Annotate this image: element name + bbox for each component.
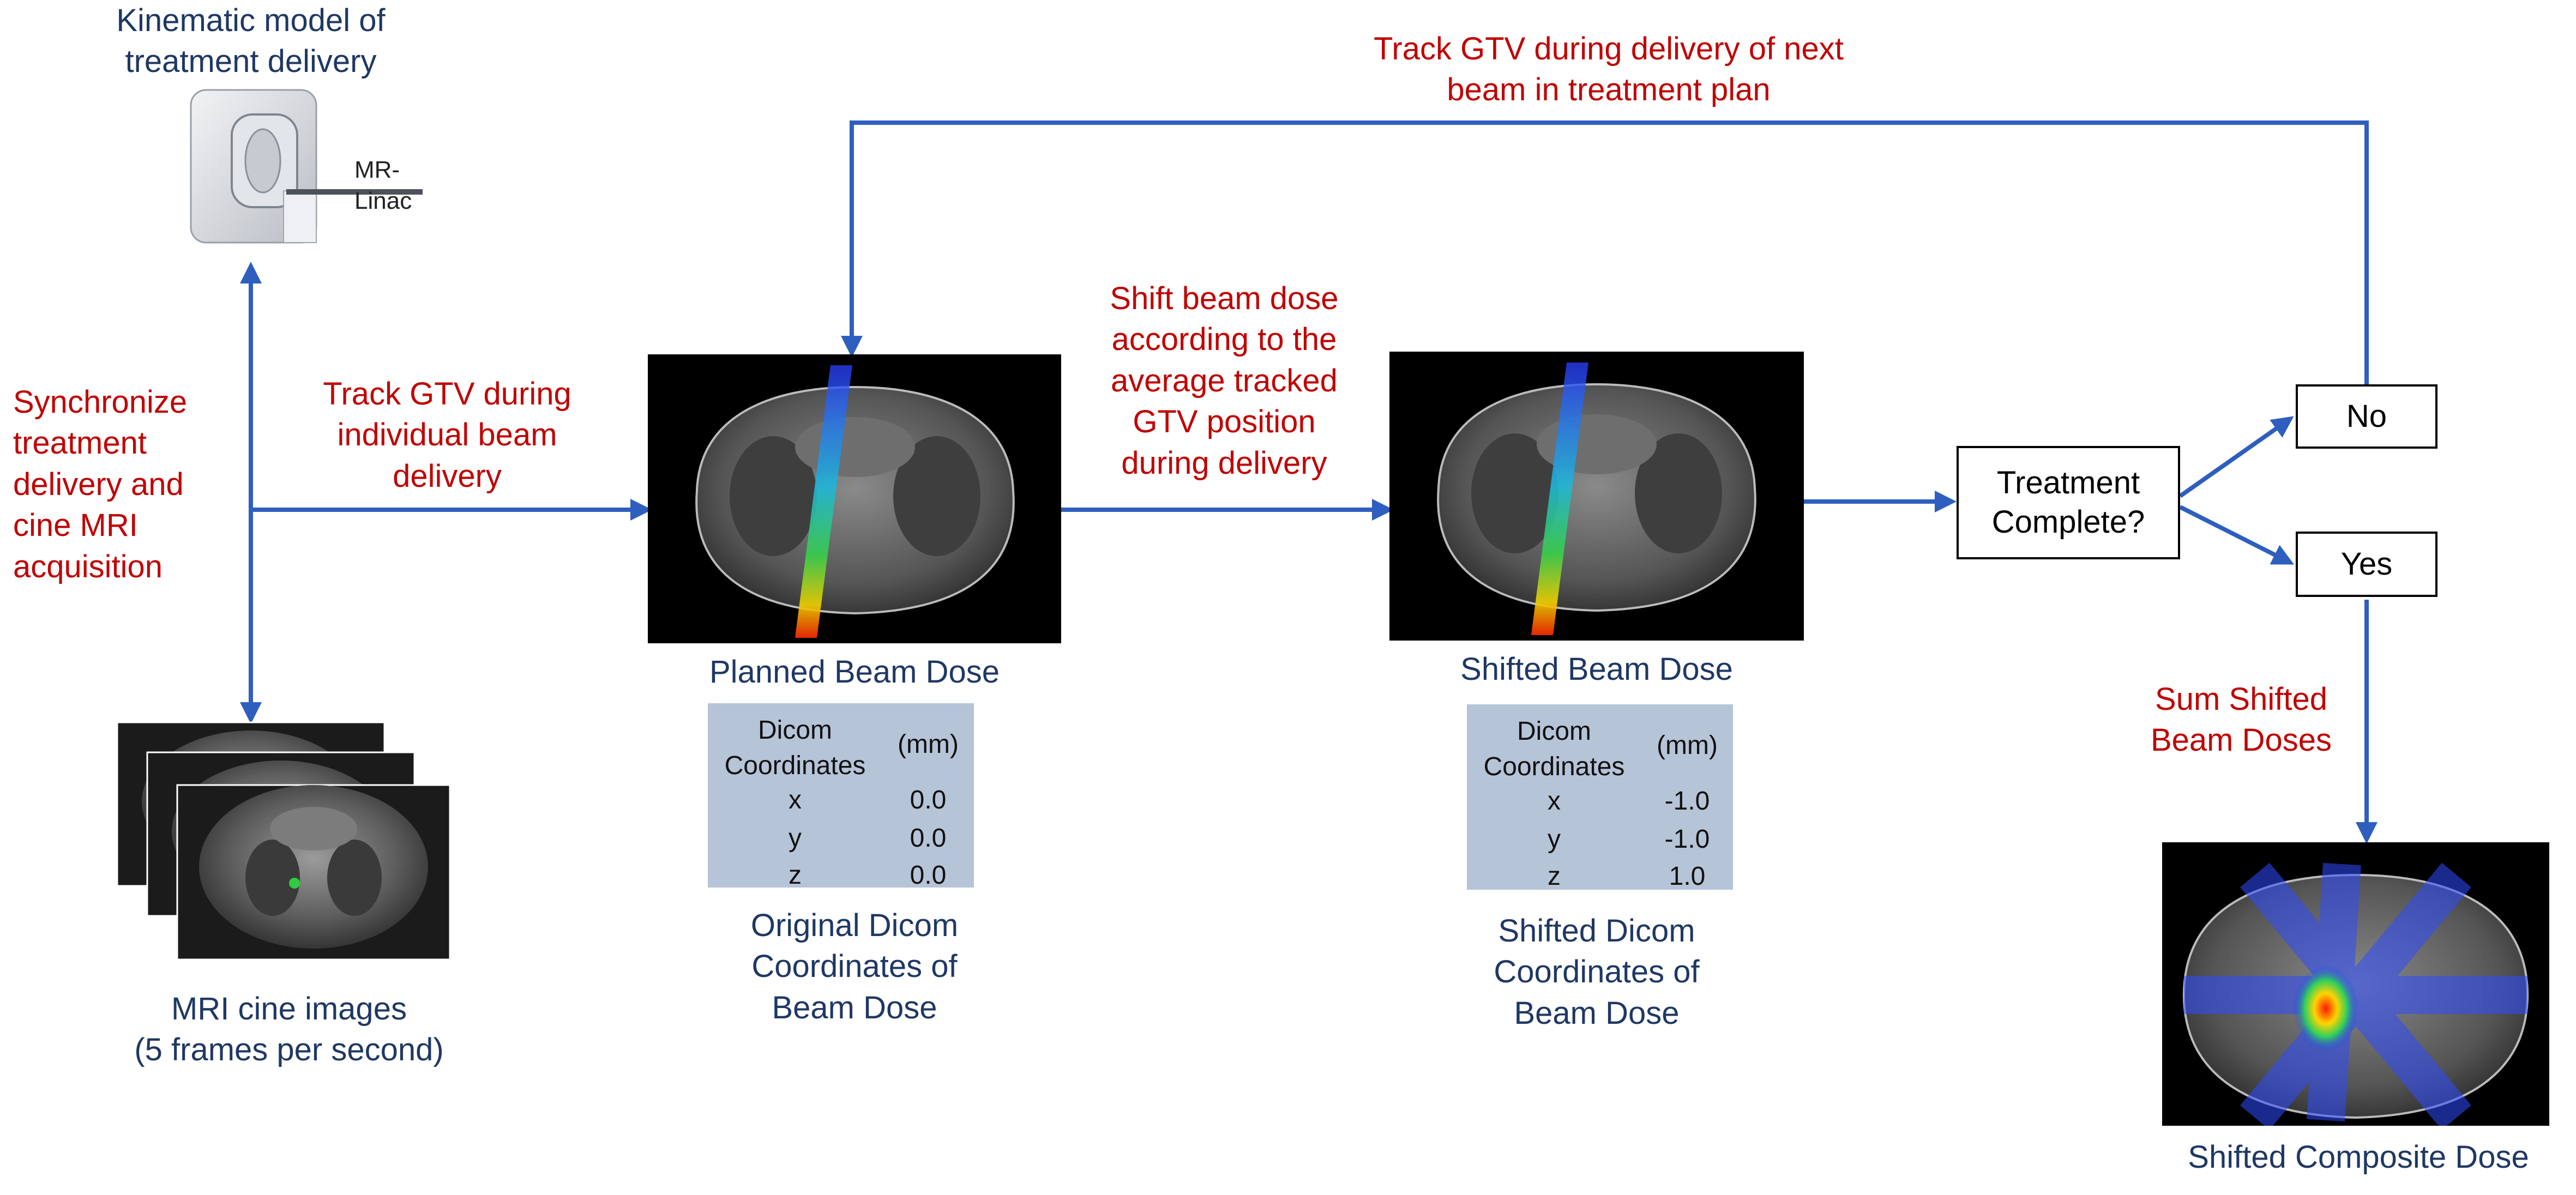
- planned-row-value: 0.0: [910, 786, 947, 814]
- planned-coords-header-label: Dicom Coordinates: [708, 713, 882, 784]
- shifted-row-value: -1.0: [1664, 787, 1710, 816]
- planned-coords-caption-line2: Coordinates of: [751, 949, 958, 985]
- planned-dose-graphic: [695, 365, 1015, 638]
- planned-coords-caption-line1: Original Dicom: [750, 908, 959, 943]
- sync-label-line1: Synchronize: [13, 384, 188, 420]
- shifted-coords-caption-line1: Shifted Dicom: [1498, 913, 1695, 949]
- shifted-coords-header: Dicom Coordinates (mm): [1467, 704, 1733, 786]
- loop-label-line1: Track GTV during delivery of next: [1374, 31, 1844, 67]
- machine-title-line2: treatment delivery: [125, 44, 377, 80]
- mri-caption: MRI cine images (5 frames per second): [82, 988, 496, 1071]
- track-label-line3: delivery: [393, 458, 502, 494]
- shift-label-line4: GTV position: [1133, 404, 1316, 440]
- yes-box: Yes: [2296, 532, 2437, 597]
- planned-dose-image: [648, 354, 1061, 643]
- planned-coords-row: y 0.0: [708, 823, 974, 862]
- shifted-coords-caption-line3: Beam Dose: [1514, 995, 1680, 1031]
- no-box: No: [2296, 384, 2437, 449]
- mr-linac-label: MR-Linac: [354, 156, 412, 215]
- shifted-coords-table: Dicom Coordinates (mm) x -1.0 y -1.0 z 1…: [1467, 704, 1733, 891]
- planned-coords-row: z 0.0: [708, 860, 974, 900]
- shifted-coords-row: y -1.0: [1467, 824, 1733, 864]
- composite-caption: Shifted Composite Dose: [2188, 1139, 2529, 1175]
- decision-line2: Complete?: [1991, 504, 2145, 540]
- shifted-coords-row: x -1.0: [1467, 786, 1733, 825]
- planned-coords-row: x 0.0: [708, 785, 974, 824]
- arrow-to-yes: [2179, 505, 2295, 565]
- shifted-dose-graphic: [1437, 363, 1756, 635]
- shift-label-line1: Shift beam dose: [1110, 281, 1339, 316]
- shifted-dose-caption: Shifted Beam Dose: [1460, 651, 1733, 687]
- sync-label-line3: delivery and: [13, 466, 184, 502]
- shift-label-line3: average tracked: [1111, 363, 1338, 399]
- planned-coords-unit: (mm): [898, 730, 959, 759]
- sync-label-line5: acquisition: [13, 548, 163, 584]
- planned-row-value: 0.0: [910, 824, 947, 853]
- shifted-row-axis: y: [1548, 825, 1561, 854]
- shifted-coords-row: z 1.0: [1467, 861, 1733, 901]
- shifted-row-axis: z: [1548, 862, 1561, 891]
- mri-frame-3: [176, 784, 451, 961]
- shifted-coords-caption-line2: Coordinates of: [1494, 954, 1700, 990]
- composite-dose-graphic: [2182, 862, 2529, 1126]
- mri-caption-line1: MRI cine images: [171, 991, 407, 1027]
- machine-title-line1: Kinematic model of: [116, 3, 386, 38]
- decision-line1: Treatment: [1996, 464, 2140, 500]
- sum-label-line2: Beam Doses: [2150, 722, 2332, 758]
- planned-row-value: 0.0: [910, 861, 947, 890]
- mr-linac-illustration: [190, 89, 423, 244]
- loop-arrow: [841, 120, 2369, 384]
- arrow-to-no: [2178, 416, 2294, 498]
- sync-label-line2: treatment: [13, 425, 147, 461]
- track-label: Track GTV during individual beam deliver…: [284, 373, 611, 497]
- loop-label-line2: beam in treatment plan: [1447, 72, 1771, 108]
- planned-row-axis: x: [789, 786, 802, 814]
- planned-coords-caption-line3: Beam Dose: [772, 989, 937, 1025]
- shifted-header-line1: Dicom: [1516, 717, 1591, 746]
- track-label-line1: Track GTV during: [323, 376, 571, 412]
- shifted-dose-image: [1389, 352, 1804, 641]
- sync-label-line4: cine MRI: [13, 508, 138, 544]
- shifted-row-value: 1.0: [1669, 862, 1706, 891]
- planned-coords-caption: Original Dicom Coordinates of Beam Dose: [648, 905, 1061, 1028]
- planned-header-line2: Coordinates: [724, 751, 866, 780]
- planned-row-axis: z: [789, 861, 802, 890]
- shift-label: Shift beam dose according to the average…: [1069, 278, 1380, 484]
- planned-dose-caption: Planned Beam Dose: [709, 654, 1000, 690]
- mri-cine-stack: [116, 721, 451, 961]
- planned-coords-table: Dicom Coordinates (mm) x 0.0 y 0.0 z 0.0: [708, 703, 974, 890]
- mri-caption-line2: (5 frames per second): [134, 1032, 444, 1068]
- shift-label-line5: during delivery: [1121, 445, 1327, 481]
- sum-label-line1: Sum Shifted: [2155, 681, 2327, 717]
- shifted-coords-header-label: Dicom Coordinates: [1467, 714, 1641, 785]
- shift-label-line2: according to the: [1111, 322, 1337, 358]
- planned-header-line1: Dicom: [757, 716, 832, 745]
- sync-label: Synchronize treatment delivery and cine …: [13, 382, 242, 587]
- shifted-coords-unit: (mm): [1657, 731, 1718, 760]
- composite-dose-image: [2162, 842, 2549, 1126]
- shifted-coords-caption: Shifted Dicom Coordinates of Beam Dose: [1389, 910, 1804, 1034]
- machine-title: Kinematic model of treatment delivery: [93, 0, 409, 82]
- shifted-row-value: -1.0: [1664, 825, 1710, 854]
- sum-label: Sum Shifted Beam Doses: [2127, 679, 2356, 761]
- planned-coords-header: Dicom Coordinates (mm): [708, 703, 974, 785]
- planned-row-axis: y: [789, 824, 802, 853]
- loop-label: Track GTV during delivery of next beam i…: [1281, 28, 1936, 111]
- shifted-row-axis: x: [1548, 787, 1561, 816]
- treatment-complete-decision: Treatment Complete?: [1957, 446, 2180, 559]
- track-label-line2: individual beam: [337, 417, 557, 453]
- shifted-header-line2: Coordinates: [1483, 752, 1625, 781]
